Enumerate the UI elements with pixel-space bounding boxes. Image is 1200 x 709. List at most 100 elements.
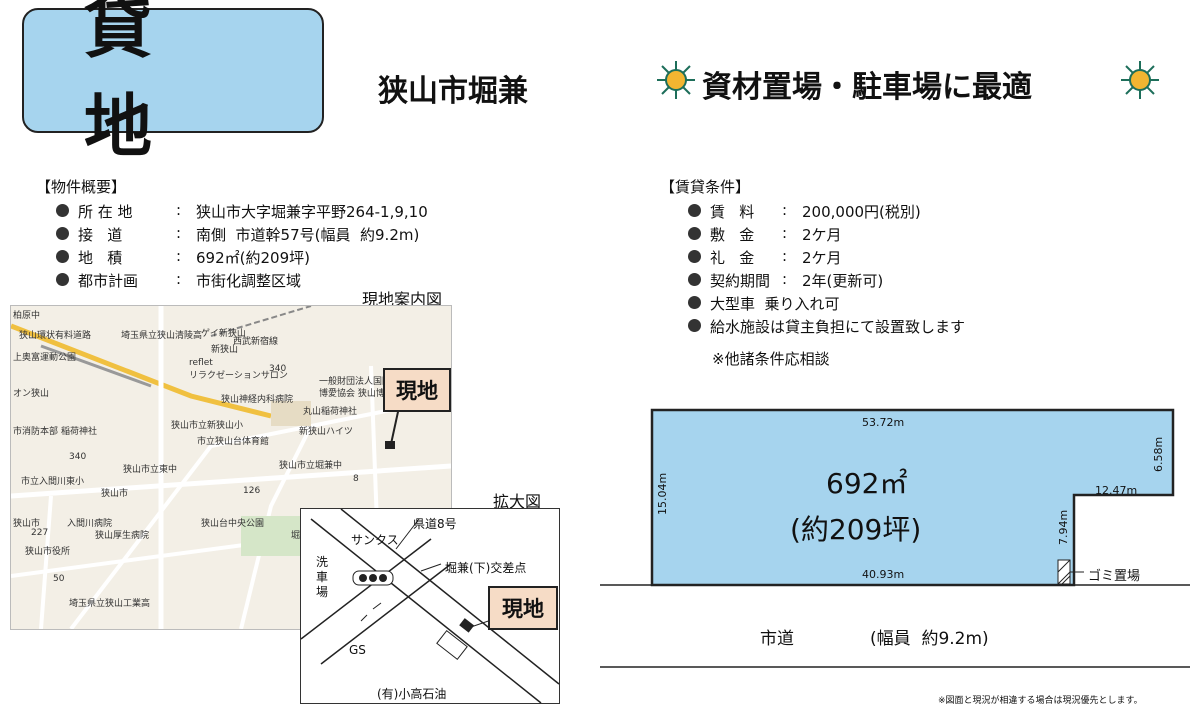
item-value: 2ケ月: [802, 226, 842, 244]
bullet-icon: [688, 227, 701, 240]
item-sep: :: [176, 201, 182, 219]
map-place-label: ゲイ新狭山: [201, 329, 246, 339]
property-list: 所 在 地 : 狭山市大字堀兼字平野264-1,9,10 接 道 : 南側 市道…: [56, 201, 476, 296]
map-place-label: 狭山市: [101, 489, 129, 499]
item-value: 市街化調整区域: [196, 272, 302, 290]
map-place-label: 狭山市立堀兼中: [279, 461, 343, 471]
map-label: 現地案内図: [362, 290, 443, 309]
map-place-label: 一般財団法人国際: [319, 377, 392, 387]
map-place-label: 稲荷神社: [61, 427, 98, 437]
map-place-label: 市立入間川東小: [21, 477, 85, 487]
map-place-label: 上奥富運動公園: [13, 353, 77, 363]
item-label: 敷 金: [710, 226, 755, 244]
item-label: 契約期間: [710, 272, 771, 290]
route-label: 県道8号: [413, 517, 457, 531]
map-callout: 現地: [383, 368, 451, 412]
plot-area-tsubo: (約209坪): [790, 513, 922, 546]
title-text: 貸 地: [84, 0, 213, 167]
map-place-label: 50: [53, 574, 65, 584]
item-label: 礼 金: [710, 249, 755, 267]
map-place-label: 狭山厚生病院: [95, 531, 150, 541]
map-place-label: 埼玉県立狭山工業高: [69, 599, 151, 609]
map-place-label: 市立狭山台体育館: [197, 437, 270, 447]
item-label: 大型車 乗り入れ可: [710, 295, 840, 313]
map-place-label: 狭山市役所: [25, 547, 71, 557]
dim-left: 15.04m: [656, 472, 669, 515]
lease-list: 賃 料 : 200,000円(税別) 敷 金 : 2ケ月 礼 金 : 2ケ月 契…: [688, 201, 1028, 341]
map-place-label: 西武新宿線: [233, 337, 279, 347]
item-sep: :: [782, 270, 788, 288]
map-place-label: 狭山市立東中: [123, 465, 178, 475]
plot-area: 692㎡: [826, 467, 908, 500]
item-sep: :: [782, 224, 788, 242]
bullet-icon: [688, 319, 701, 332]
item-sep: :: [176, 224, 182, 242]
item-value: 南側 市道幹57号(幅員 約9.2m): [196, 226, 420, 244]
map-place-label: 丸山稲荷神社: [303, 407, 358, 417]
map-place-label: 227: [31, 528, 49, 538]
title-box: 貸 地: [22, 0, 324, 167]
road-width: (幅員 約9.2m): [870, 629, 989, 649]
plot-drawing: [600, 408, 1190, 668]
bullet-icon: [688, 250, 701, 263]
item-sep: :: [176, 270, 182, 288]
bullet-icon: [56, 250, 69, 263]
dim-step-down: 7.94m: [1057, 509, 1070, 545]
dim-top: 53.72m: [862, 416, 905, 429]
sun-icon: [657, 61, 695, 99]
item-value: 狭山市大字堀兼字平野264-1,9,10: [196, 203, 428, 221]
suitable-text: 資材置場・駐車場に最適: [702, 70, 1032, 105]
intersection-label: 堀兼(下)交差点: [445, 561, 527, 575]
bullet-icon: [56, 204, 69, 217]
map-place-label: reflet: [189, 358, 213, 368]
bullet-icon: [56, 227, 69, 240]
item-sep: :: [782, 201, 788, 219]
item-label: 地 積: [78, 249, 123, 267]
map-place-label: 340: [269, 364, 287, 374]
bullet-icon: [688, 204, 701, 217]
item-value: 692㎡(約209坪): [196, 249, 310, 267]
dim-bottom: 40.93m: [862, 568, 905, 581]
item-value: 200,000円(税別): [802, 203, 921, 221]
map-place-label: 狭山神経内科病院: [221, 395, 294, 405]
item-value: 2年(更新可): [802, 272, 884, 290]
map-place-label: オン狭山: [13, 389, 50, 399]
map-place-label: 埼玉県立狭山清陵高: [121, 331, 203, 341]
sunkus-label: サンクス: [351, 533, 399, 547]
item-sep: :: [782, 247, 788, 265]
map-place-label: 狭山環状有料道路: [19, 331, 92, 341]
map-place-label: 博愛協会 狭山博愛: [319, 389, 394, 399]
map-place-label: 126: [243, 486, 261, 496]
map-place-label: 入間川病院: [67, 519, 113, 529]
item-label: 賃 料: [710, 203, 755, 221]
bullet-icon: [688, 296, 701, 309]
lease-note: ※他諸条件応相談: [712, 350, 830, 368]
gs-label: GS: [349, 643, 366, 657]
map-place-label: 8: [353, 474, 359, 484]
garbage-label: ゴミ置場: [1088, 569, 1141, 584]
dim-right: 6.58m: [1152, 436, 1165, 472]
inset-map: 県道8号 サンクス 洗 車 場 堀兼(下)交差点 GS (有)小高石油 現地: [300, 508, 560, 704]
property-heading: 【物件概要】: [36, 178, 127, 196]
carwash-label: 洗 車 場: [316, 555, 329, 599]
map-place-label: リラクゼーションサロン: [189, 371, 288, 381]
map-place-label: 新狭山: [211, 345, 239, 355]
item-label: 給水施設は貸主負担にて設置致します: [710, 318, 966, 336]
item-value: 2ケ月: [802, 249, 842, 267]
sun-icon: [1121, 61, 1159, 99]
map-place-label: 新狭山ハイツ: [299, 427, 353, 437]
lease-heading: 【賃貸条件】: [660, 178, 751, 196]
item-sep: :: [176, 247, 182, 265]
bullet-icon: [688, 273, 701, 286]
inset-label: 拡大図: [493, 492, 542, 511]
map-place-label: 狭山市: [13, 519, 41, 529]
oil-label: (有)小高石油: [377, 687, 447, 701]
map-place-label: 市消防本部: [13, 427, 59, 437]
dim-step: 12.47m: [1095, 484, 1138, 497]
item-label: 所 在 地: [78, 203, 133, 221]
map-place-label: 柏原中: [13, 311, 41, 321]
disclaimer: ※図面と現況が相違する場合は現況優先とします。: [938, 696, 1143, 706]
item-label: 都市計画: [78, 272, 139, 290]
inset-callout: 現地: [488, 586, 558, 630]
item-label: 接 道: [78, 226, 123, 244]
